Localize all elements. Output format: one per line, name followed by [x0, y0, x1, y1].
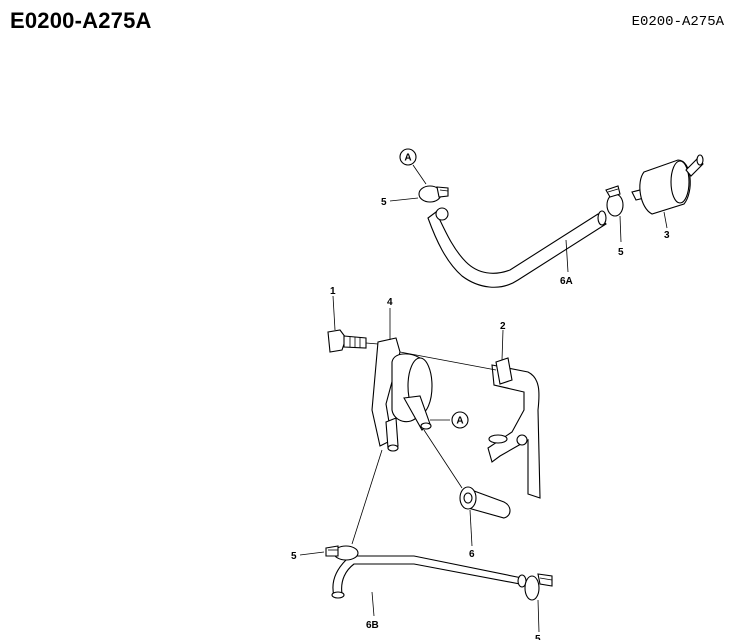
hose-6b	[331, 555, 527, 599]
leader-lines	[299, 164, 668, 633]
callout-clamp-top-right: 5	[618, 247, 624, 258]
ref-circle-a-pump: A	[451, 411, 469, 429]
callout-hose-6a: 6A	[560, 276, 573, 287]
diagram-code-title: E0200-A275A	[10, 8, 152, 33]
hose-clamp-bottom-right	[524, 573, 553, 601]
bracket	[487, 357, 541, 499]
callout-bracket: 2	[500, 321, 506, 332]
hose-clamp-bottom-left	[325, 545, 359, 561]
hose-clamp-top-right	[605, 185, 624, 217]
callout-fuel-pump: 4	[387, 297, 393, 308]
fuel-filter	[631, 154, 704, 215]
ref-a-top-label: A	[404, 153, 411, 164]
callout-hose-6: 6	[469, 549, 475, 560]
flange-bolt	[327, 329, 367, 353]
callout-hose-6b: 6B	[366, 620, 379, 631]
hose-clamp-top-left	[418, 185, 449, 203]
hose-6	[459, 486, 511, 519]
assembly-guide-lines	[351, 342, 497, 545]
callout-clamp-bottom-right: 5	[535, 634, 541, 640]
fuel-pump	[371, 337, 433, 452]
callout-clamp-top-left: 5	[381, 197, 387, 208]
ref-circle-a-top: A	[399, 148, 417, 166]
diagram-code-reference: E0200-A275A	[631, 14, 724, 30]
callout-fuel-filter: 3	[664, 230, 670, 241]
ref-a-pump-label: A	[456, 416, 463, 427]
callout-bolt: 1	[330, 286, 336, 297]
callout-clamp-bottom-left: 5	[291, 551, 297, 562]
hose-6a	[427, 207, 607, 288]
